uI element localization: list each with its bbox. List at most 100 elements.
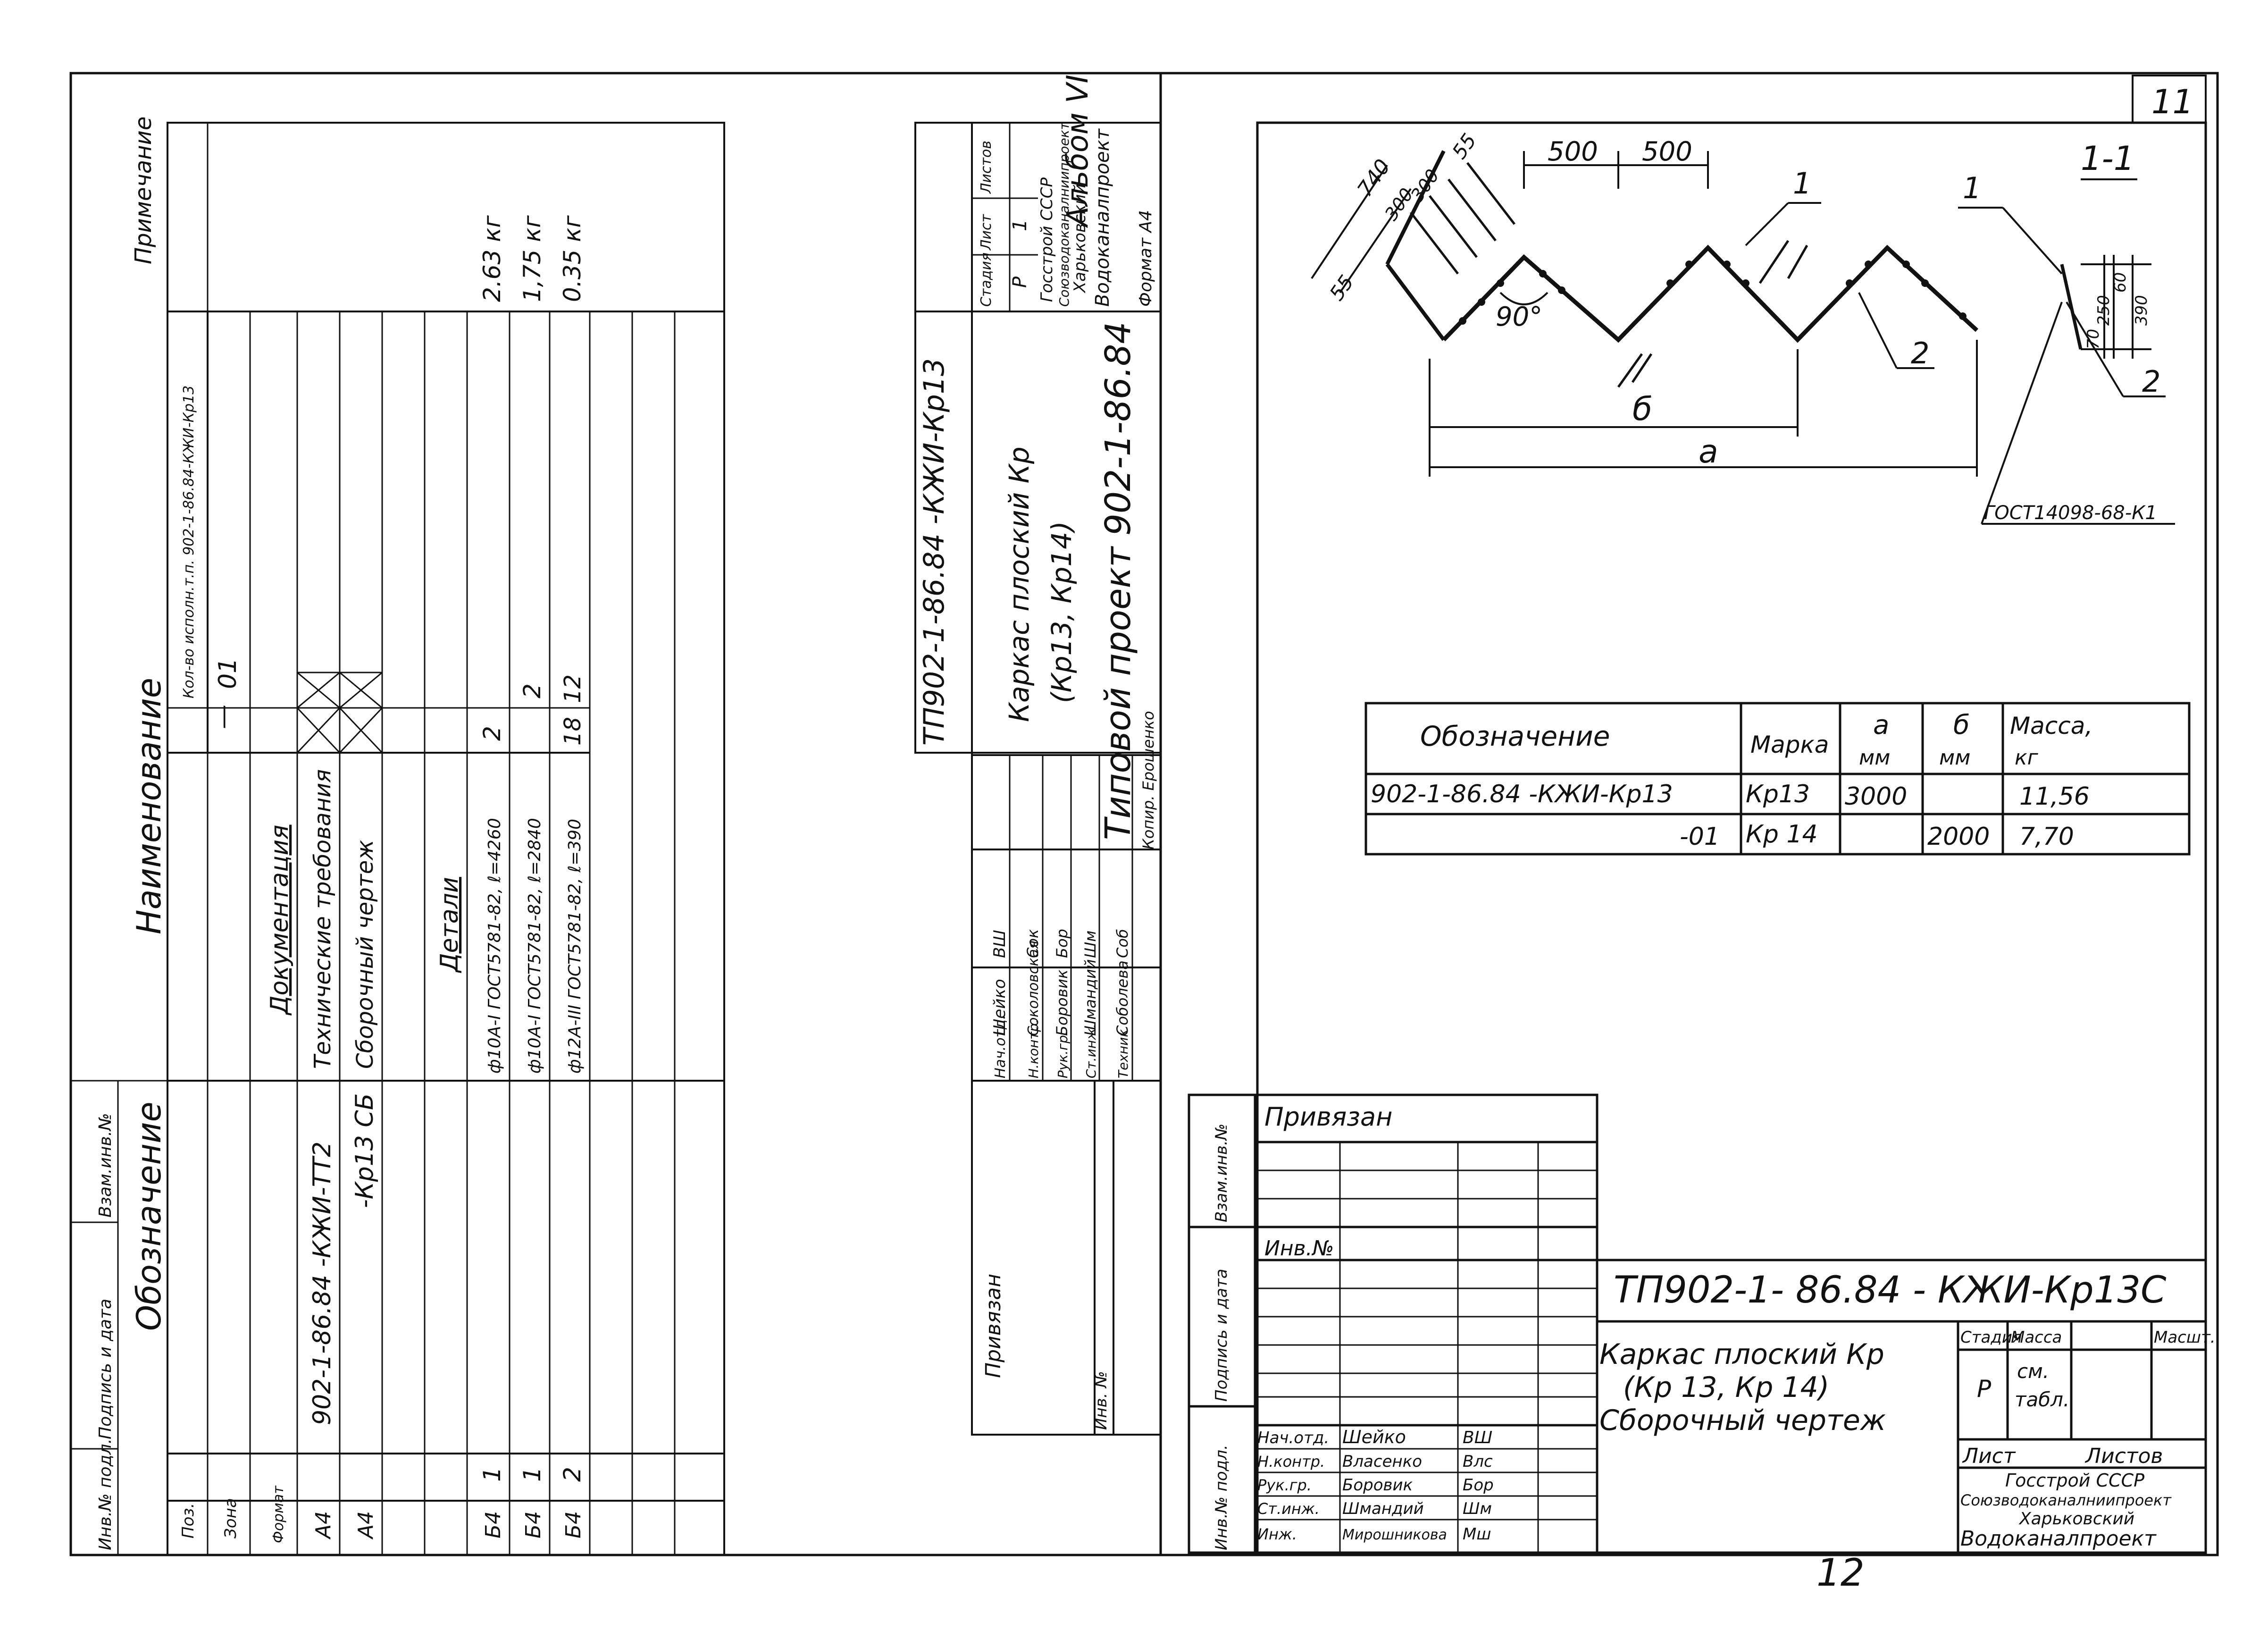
svg-text:2: 2 (559, 1467, 586, 1482)
svg-text:Соколовская: Соколовская (1025, 941, 1042, 1036)
hdr-name: Наименование (130, 678, 168, 934)
svg-text:Н.контр.: Н.контр. (1026, 1019, 1041, 1078)
svg-text:Соболева: Соболева (1113, 960, 1131, 1036)
main-stamp-people: Нач.отд. Шейко ВШ Н.контр. Власенко Влс … (1257, 1427, 1494, 1544)
svg-text:Кр 14: Кр 14 (1746, 820, 1818, 849)
svg-text:2: 2 (478, 726, 506, 741)
spec-stamp-grid (914, 122, 1162, 1436)
dim-55-bottom: 55 (1325, 271, 1358, 305)
svg-text:А4: А4 (311, 1511, 335, 1540)
svg-text:12: 12 (560, 674, 586, 703)
spec-row: Б4 1 ф10А-I ГОСТ5781-82, ℓ=2840 2 1,75 к… (519, 215, 546, 1538)
svg-text:Ст.инж.: Ст.инж. (1257, 1500, 1320, 1518)
section-1-1: 1-1 1 2 60 250 390 70 ГОСТ14098 (1958, 139, 2175, 525)
vt-hdr-mark: Марка (1750, 731, 1829, 758)
spec-grid (167, 122, 725, 1556)
svg-text:Шейко: Шейко (1342, 1427, 1406, 1447)
svg-text:1: 1 (478, 1467, 506, 1482)
vt-hdr-mass-unit: кг (2015, 746, 2039, 770)
svg-text:Шмандий: Шмандий (1081, 959, 1099, 1036)
spec-stamp-copy: Копир. Ерошенко (1139, 711, 1157, 849)
main-title-3: Сборочный чертеж (1599, 1404, 1886, 1437)
spec-stamp-org-1: Госстрой СССР (1038, 177, 1056, 302)
spec-row-note: 2.63 кг (478, 215, 506, 302)
svg-text:А4: А4 (354, 1511, 378, 1540)
top-dimension-lines (1311, 151, 1709, 294)
spec-row-name: ф10А-I ГОСТ5781-82, ℓ=4260 (485, 818, 504, 1074)
svg-text:Нач.отд.: Нач.отд. (1257, 1429, 1329, 1447)
variants-table: Обозначение Марка а мм б мм Масса, кг 90… (1364, 702, 2191, 856)
main-org-1: Госстрой СССР (2005, 1470, 2144, 1491)
end-bar (1385, 263, 1446, 341)
vt-hdr-b-unit: мм (1939, 746, 1970, 770)
spec-stamp-people: Нач.отд. Шейко ВШ Н.контр. Соколовская С… (990, 929, 1131, 1078)
spec-stamp-stage: Р (1009, 276, 1031, 288)
dim-500-right: 500 (1642, 136, 1692, 167)
svg-text:18: 18 (560, 717, 586, 746)
main-privyazan: Привязан (1264, 1102, 1392, 1132)
svg-text:Рук.гр.: Рук.гр. (1257, 1476, 1312, 1494)
svg-text:ВШ: ВШ (1463, 1428, 1492, 1447)
end-bar (1385, 150, 1446, 265)
svg-text:Боровик: Боровик (1053, 969, 1071, 1036)
spec-row-name: Документация (266, 825, 294, 1016)
svg-text:Рук.гр.: Рук.гр. (1055, 1031, 1071, 1078)
svg-text:Нач.отд.: Нач.отд. (992, 1015, 1009, 1078)
main-title-block: Привязан Инв.№ Инв.№ подл. Подпись и дат… (1188, 1093, 2216, 1554)
vt-hdr-a-unit: мм (1859, 746, 1890, 770)
spec-row: А4 902-1-86.84 -КЖИ-ТТ2 Технические треб… (308, 769, 336, 1540)
dim-500-left: 500 (1548, 136, 1598, 167)
main-org-4: Водоканалпроект (1960, 1527, 2157, 1551)
main-stamp-rows (1255, 1095, 1598, 1553)
main-stage: Р (1977, 1375, 1992, 1403)
svg-text:902-1-86.84 -КЖИ-Кр13: 902-1-86.84 -КЖИ-Кр13 (1371, 780, 1673, 808)
spec-stamp-format: Формат А4 (1136, 210, 1155, 307)
svg-text:Бор: Бор (1463, 1476, 1494, 1495)
main-scale-hdr: Масшт. (2154, 1328, 2216, 1347)
rod-hatches (1410, 162, 1808, 388)
svg-text:Власенко: Власенко (1342, 1452, 1422, 1471)
album-label: Альбом VI (1060, 75, 1095, 228)
svg-text:Н.контр.: Н.контр. (1257, 1453, 1325, 1471)
right-inner-frame (1256, 121, 2207, 1554)
main-margin-podpis: Подпись и дата (1212, 1269, 1231, 1402)
svg-text:Сок: Сок (1024, 929, 1042, 958)
svg-text:Бор: Бор (1053, 929, 1071, 958)
main-margin-inv-podl: Инв.№ подл. (1212, 1445, 1231, 1550)
spec-row-name: ф10А-I ГОСТ5781-82, ℓ=2840 (525, 818, 544, 1074)
spec-stamp-inv: Инв. № (1092, 1371, 1111, 1430)
angle-label: 90° (1496, 302, 1542, 332)
spec-row: Б4 1 ф10А-I ГОСТ5781-82, ℓ=4260 2 2.63 к… (478, 215, 506, 1538)
dim-740: 740 (1353, 155, 1395, 201)
leader-1: 1 (1793, 166, 1811, 201)
spec-row-note: 0.35 кг (559, 215, 586, 302)
svg-text:3000: 3000 (1845, 782, 1907, 811)
left-margin-grid (70, 1080, 168, 1556)
hdr-pos: Поз. (179, 1503, 198, 1538)
spec-row-designation: 902-1-86.84 -КЖИ-ТТ2 (308, 1142, 336, 1425)
page-number-box (2132, 75, 2207, 124)
spec-row: Документация (266, 825, 294, 1016)
section-dim-70: 70 (2084, 329, 2103, 349)
spec-row: А4 -Кр13 СБ Сборочный чертеж (351, 840, 379, 1540)
svg-text:Техник: Техник (1115, 1029, 1131, 1078)
spec-row-name: Технические требования (310, 769, 336, 1069)
svg-text:ВШ: ВШ (990, 930, 1009, 958)
vt-hdr-mass: Масса, (2010, 712, 2092, 740)
margin-podpis-data: Подпись и дата (96, 1299, 115, 1439)
spec-row-designation: -Кр13 СБ (351, 1093, 379, 1208)
main-org-2: Союзводоканалниипроект (1960, 1491, 2172, 1509)
svg-text:Мирошникова: Мирошникова (1342, 1527, 1447, 1543)
zigzag-frame (1442, 244, 1979, 343)
vt-hdr-designation: Обозначение (1420, 720, 1610, 752)
spec-stamp-rows (972, 123, 1133, 1081)
section-bar (2060, 264, 2083, 350)
spec-row-name: Сборочный чертеж (352, 840, 378, 1069)
hdr-zone: Зона (221, 1498, 240, 1538)
svg-text:7,70: 7,70 (2019, 823, 2074, 851)
spec-stamp-org-4: Водоканалпроект (1092, 128, 1113, 307)
assembly-drawing: 90° 500 500 740 300 300 55 55 1 2 (1311, 129, 2175, 525)
page-number-bottom: 12 (1816, 1551, 1865, 1595)
svg-text:2000: 2000 (1927, 823, 1990, 851)
svg-text:Шм: Шм (1081, 931, 1099, 958)
